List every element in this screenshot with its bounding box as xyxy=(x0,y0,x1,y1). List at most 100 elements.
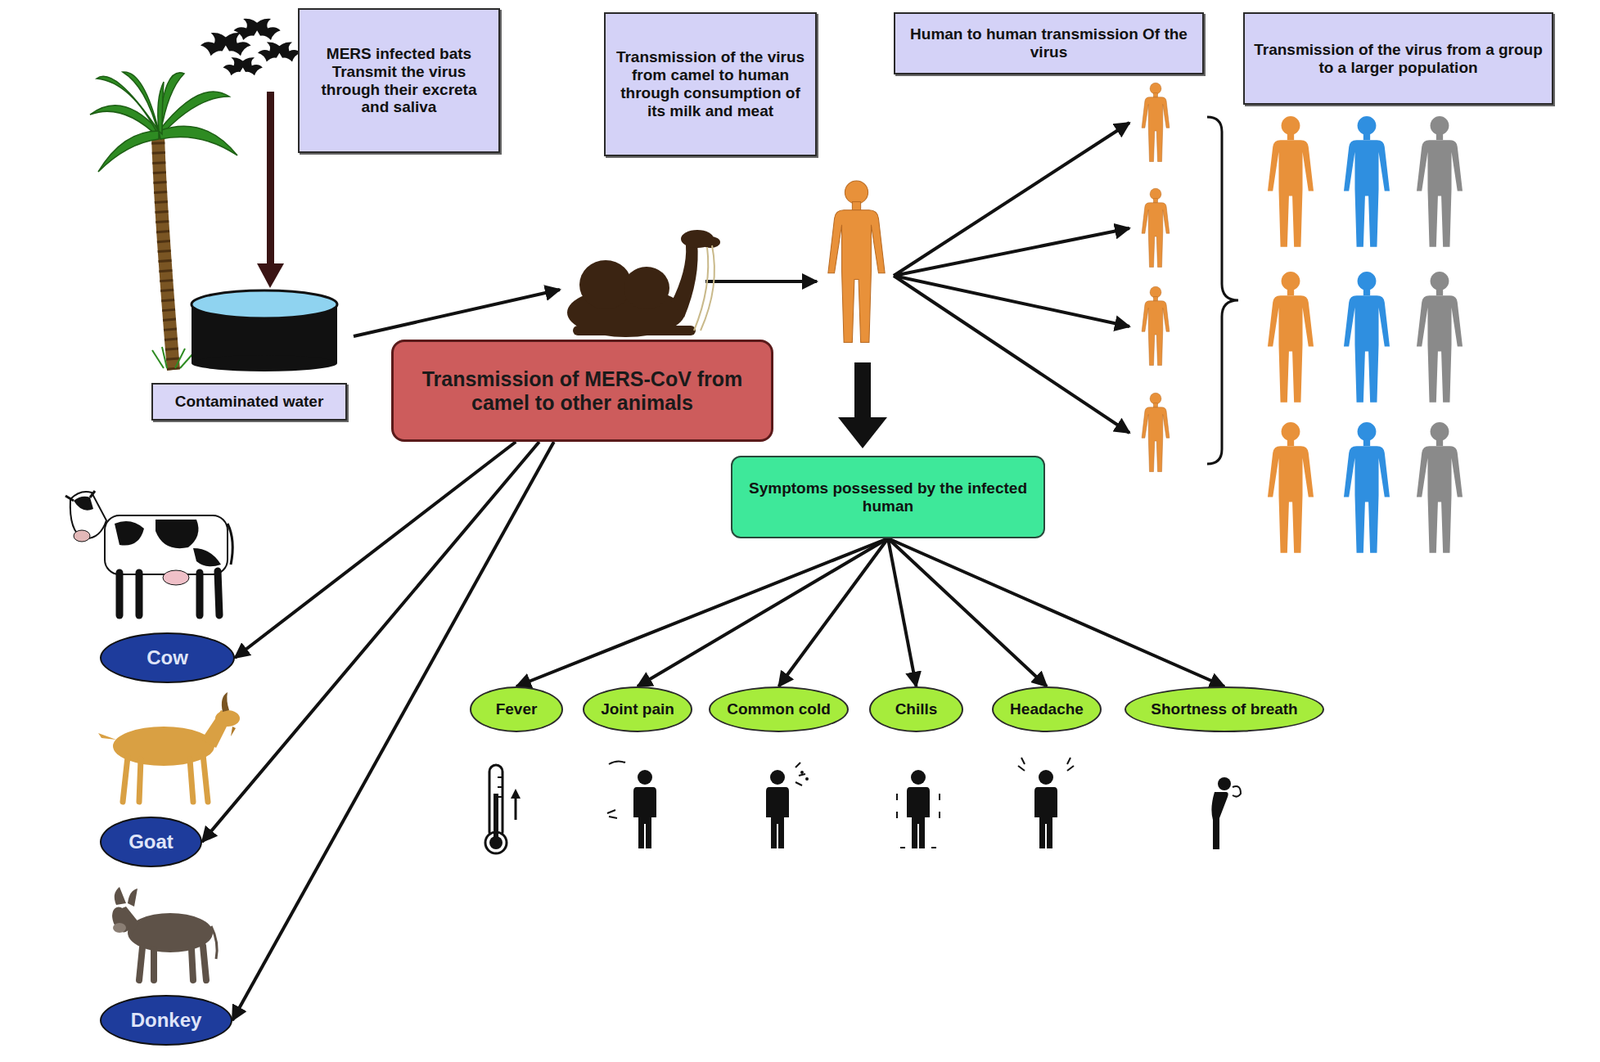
goat xyxy=(230,726,236,737)
node-text: MERS infected bats Transmit the virus th… xyxy=(307,45,491,117)
donkey xyxy=(114,887,138,907)
small-humans xyxy=(1141,286,1170,366)
fever-icon xyxy=(493,793,499,843)
headache-icon xyxy=(1018,757,1074,849)
palm-tree xyxy=(157,81,164,135)
cow xyxy=(114,521,145,546)
water-tank xyxy=(191,290,338,372)
connector-arrow xyxy=(637,538,888,687)
goat xyxy=(189,759,194,803)
palm-tree xyxy=(90,72,238,172)
donkey xyxy=(211,926,217,960)
animal-oval: Cow xyxy=(99,632,235,684)
population xyxy=(1416,271,1463,403)
node-text: Transmission of the virus from a group t… xyxy=(1252,40,1544,77)
infected-human xyxy=(828,180,885,343)
joint-pain-icon xyxy=(607,761,626,819)
population xyxy=(1343,271,1390,403)
small-humans xyxy=(1141,188,1170,267)
fever-icon xyxy=(510,788,521,799)
breath-icon xyxy=(1232,786,1241,798)
common-cold-icon xyxy=(800,770,804,775)
node-text: Common cold xyxy=(726,700,831,719)
population xyxy=(1267,116,1314,554)
donkey xyxy=(108,905,134,936)
common-cold-icon xyxy=(766,770,789,849)
cow xyxy=(119,571,220,616)
goat xyxy=(98,733,117,740)
chills-icon xyxy=(906,770,930,849)
palm-tree xyxy=(162,347,167,369)
small-humans xyxy=(1141,392,1170,472)
info-box: Human to human transmission Of the virus xyxy=(893,12,1204,75)
animal-oval: Goat xyxy=(99,816,203,868)
common-cold-icon xyxy=(766,762,809,849)
down-arrow xyxy=(256,91,284,289)
donkey xyxy=(108,887,217,981)
cow xyxy=(116,572,124,616)
cow xyxy=(217,571,220,616)
down-arrow xyxy=(266,91,275,266)
cow xyxy=(73,496,94,511)
camel xyxy=(700,236,721,248)
bracket xyxy=(1207,117,1239,465)
palm-tree xyxy=(152,350,164,369)
info-box: Transmission of the virus from camel to … xyxy=(603,12,817,157)
cow xyxy=(162,570,190,586)
palm-tree xyxy=(98,130,159,172)
flow-arrows xyxy=(893,228,1130,276)
donkey xyxy=(139,946,207,981)
cow xyxy=(193,548,221,567)
cow xyxy=(73,530,91,542)
chills-icon xyxy=(896,770,940,849)
population xyxy=(1416,116,1463,554)
goat xyxy=(122,757,128,803)
goat xyxy=(98,692,240,803)
palm-tree xyxy=(180,353,194,369)
flow-arrows xyxy=(705,279,817,284)
node-text: Chills xyxy=(895,700,938,719)
joint-pain-icon xyxy=(633,770,657,849)
connector-arrow xyxy=(516,538,888,687)
common-cold-icon xyxy=(795,762,806,786)
headache-icon xyxy=(1018,757,1074,771)
goat xyxy=(221,692,230,713)
cow xyxy=(155,519,199,549)
flow-arrows xyxy=(353,122,1130,433)
infected-human xyxy=(828,180,885,343)
goat xyxy=(122,754,208,803)
palm-tree xyxy=(157,135,174,370)
camel xyxy=(572,325,696,336)
camel xyxy=(567,229,721,338)
bats xyxy=(234,18,281,41)
palm-tree xyxy=(158,126,238,156)
down-arrow xyxy=(256,263,284,289)
flow-arrows xyxy=(893,275,1130,433)
node-text: Cow xyxy=(146,646,189,670)
human-arrow xyxy=(838,362,888,449)
connector-arrow xyxy=(779,538,889,687)
common-cold-icon xyxy=(805,777,809,781)
connector-arrow xyxy=(887,538,1225,687)
symptom-oval: Joint pain xyxy=(582,686,693,733)
bats xyxy=(257,41,302,62)
node-text: Goat xyxy=(128,830,174,854)
chills-icon xyxy=(896,793,940,848)
breath-icon xyxy=(1211,777,1241,850)
connector-arrow xyxy=(202,441,540,843)
animal-oval: Donkey xyxy=(99,995,233,1046)
bats xyxy=(200,18,302,77)
symptom-oval: Headache xyxy=(991,686,1102,733)
fever-icon xyxy=(497,777,503,798)
flow-arrows xyxy=(893,122,1130,276)
goat xyxy=(202,754,208,803)
symptom-oval: Common cold xyxy=(708,686,849,733)
population xyxy=(1343,116,1390,248)
donkey xyxy=(202,946,207,981)
goat xyxy=(139,759,141,803)
node-text: Contaminated water xyxy=(175,392,325,411)
breath-icon xyxy=(1211,792,1228,850)
water-tank xyxy=(191,355,338,372)
connector-arrow xyxy=(887,538,1047,687)
water-tank xyxy=(191,290,338,319)
